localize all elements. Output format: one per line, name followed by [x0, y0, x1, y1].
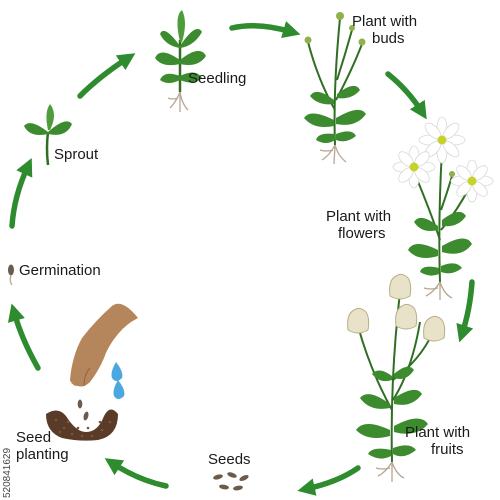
arrow-icon	[456, 279, 475, 343]
arrow-icon	[77, 53, 136, 99]
cycle-arrows	[7, 21, 475, 496]
label-plant-with-buds: Plant with buds	[352, 13, 417, 47]
flower-head	[450, 159, 494, 203]
germinating-seed-icon	[8, 264, 14, 286]
arrow-icon	[385, 71, 427, 120]
soil-icon	[46, 409, 118, 441]
seedling-icon	[155, 10, 206, 112]
label-plant-with-buds-line2: buds	[372, 30, 405, 47]
label-plant-with-fruits-line1: Plant with	[405, 424, 471, 441]
label-seed-planting: Seed planting	[16, 429, 69, 463]
water-drop-icon	[111, 362, 125, 399]
flower-head	[392, 145, 436, 189]
label-germination: Germination	[19, 262, 101, 279]
stock-id: 520841629	[2, 447, 13, 498]
arrow-icon	[9, 158, 33, 229]
label-plant-with-fruits: Plant with fruits	[405, 424, 470, 458]
sprout-icon	[24, 104, 72, 166]
label-plant-with-buds-line1: Plant with	[352, 13, 418, 30]
label-plant-with-flowers-line2: flowers	[338, 225, 386, 242]
arrow-icon	[104, 458, 169, 489]
flower-plant-icon	[392, 116, 494, 300]
seeds-icon	[213, 472, 249, 491]
label-plant-with-fruits-line2: fruits	[431, 441, 464, 458]
arrow-icon	[7, 303, 41, 371]
bud-plant-icon	[304, 12, 366, 165]
label-plant-with-flowers-line1: Plant with	[326, 208, 392, 225]
label-seedling: Seedling	[188, 70, 247, 87]
arrow-icon	[229, 21, 301, 38]
label-plant-with-flowers: Plant with flowers	[326, 208, 391, 242]
fruit-plant-icon	[347, 273, 446, 482]
label-seed-planting-line2: planting	[16, 446, 69, 463]
label-sprout: Sprout	[54, 146, 99, 163]
seeds-falling	[77, 399, 89, 421]
arrow-icon	[297, 465, 361, 496]
hand-icon	[70, 303, 138, 387]
label-seed-planting-line1: Seed	[16, 429, 52, 446]
label-seeds: Seeds	[208, 451, 251, 468]
